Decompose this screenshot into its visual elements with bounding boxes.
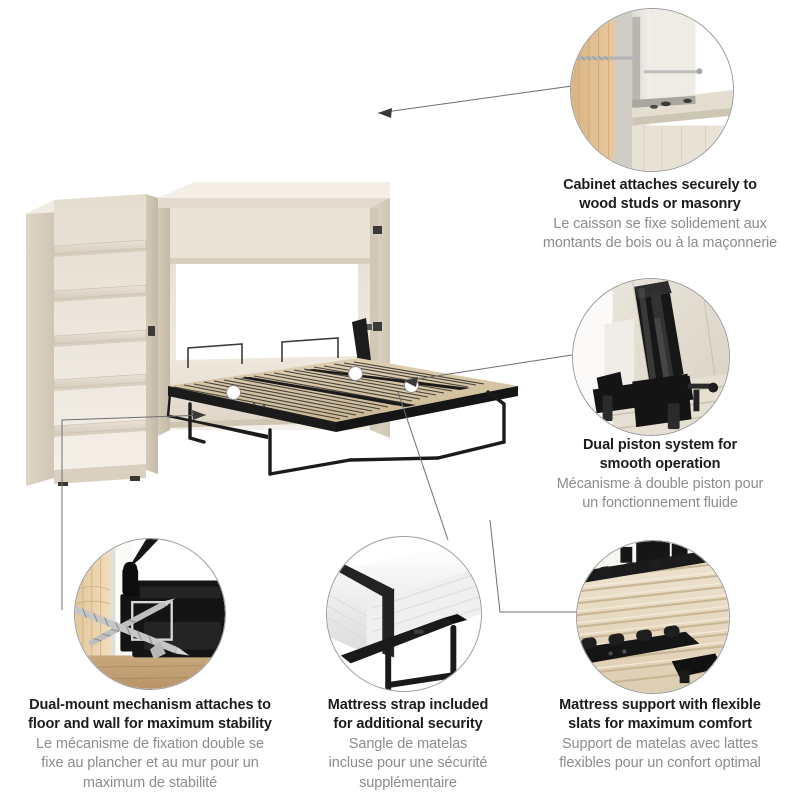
caption-dual-mount: Dual-mount mechanism attaches to floor a… xyxy=(4,696,296,793)
caption-heading: Dual-mount mechanism attaches to floor a… xyxy=(28,697,272,733)
murphy-cabinet xyxy=(158,182,390,438)
caption-subheading: Le caisson se fixe solidement aux montan… xyxy=(542,216,778,252)
caption-heading: Cabinet attaches securely to wood studs … xyxy=(563,177,757,213)
hotspot-dual-mount xyxy=(226,385,241,400)
caption-wall-mount: Cabinet attaches securely to wood studs … xyxy=(520,176,800,254)
caption-subheading: Sangle de matelas incluse pour une sécur… xyxy=(328,736,488,791)
caption-subheading: Le mécanisme de fixation double se fixe … xyxy=(36,736,264,791)
callout-photo-dual-mount xyxy=(74,538,226,690)
caption-heading: Mattress strap included for additional s… xyxy=(327,697,489,733)
caption-heading: Mattress support with flexible slats for… xyxy=(559,697,761,733)
caption-mattress-strap: Mattress strap included for additional s… xyxy=(286,696,530,793)
callout-photo-dual-piston xyxy=(572,278,730,436)
hotspot-mattress-strap xyxy=(404,378,419,393)
callout-photo-wall-mount xyxy=(570,8,734,172)
callout-photo-mattress-strap xyxy=(326,536,482,692)
caption-flexible-slats: Mattress support with flexible slats for… xyxy=(520,696,800,774)
caption-dual-piston: Dual piston system for smooth operation … xyxy=(520,436,800,514)
hotspot-dual-piston xyxy=(348,366,363,381)
bookcase-unit xyxy=(26,194,158,486)
caption-subheading: Support de matelas avec lattes flexibles… xyxy=(559,736,761,772)
callout-photo-flexible-slats xyxy=(576,540,730,694)
caption-subheading: Mécanisme à double piston pour un foncti… xyxy=(556,476,764,512)
product-illustration xyxy=(18,86,578,486)
caption-heading: Dual piston system for smooth operation xyxy=(582,437,738,473)
